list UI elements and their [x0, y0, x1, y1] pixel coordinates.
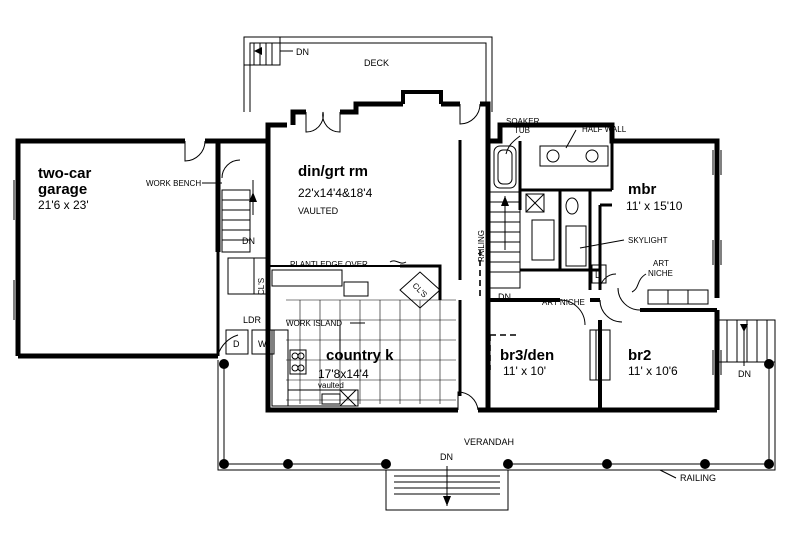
garage-name-2: garage	[38, 181, 87, 198]
exterior-walls	[15, 90, 720, 413]
right-dn-label: DN	[738, 369, 751, 379]
soaker-label-2: TUB	[514, 126, 530, 135]
range	[289, 349, 307, 375]
verandah-post	[602, 459, 612, 469]
kitchen-tile-grid	[286, 299, 456, 404]
art-niche-label-2: NICHE	[648, 269, 673, 278]
master-bath: L	[493, 145, 609, 280]
room-labels: two-car garage 21'6 x 23' din/grt rm 22'…	[38, 163, 683, 390]
plant-ledge-label: PLANTLEDGE OVER	[290, 260, 368, 269]
soaker-label-1: SOAKER	[506, 117, 540, 126]
verandah-post	[764, 359, 774, 369]
br3-dims: 11' x 10'	[503, 364, 546, 378]
washer-dryer-w: W	[258, 339, 267, 349]
right-stair: DN	[716, 319, 776, 379]
br2-dims: 11' x 10'6	[628, 364, 678, 378]
hall-dn-label: DN	[498, 292, 511, 302]
kitchen-note: vaulted	[318, 381, 344, 390]
stair-dn-label: DN	[242, 236, 255, 246]
verandah: DN VERANDAH RAILING	[217, 359, 776, 511]
din-dims: 22'x14'4&18'4	[298, 186, 373, 200]
closet-label-1: CL'S	[257, 278, 266, 295]
garage-dims: 21'6 x 23'	[38, 198, 89, 212]
sink	[321, 393, 341, 405]
interior-walls	[268, 140, 717, 410]
din-note: VAULTED	[298, 206, 339, 216]
washer-dryer-d: D	[233, 339, 240, 349]
kitchen: CL'S	[271, 269, 456, 407]
verandah-label: VERANDAH	[464, 437, 514, 447]
verandah-post	[283, 459, 293, 469]
laundry: D W LDR CL'S	[225, 257, 275, 355]
railing-vertical-label: RAILING	[477, 230, 486, 262]
din-name: din/grt rm	[298, 163, 368, 180]
art-niche-label-1: ART	[653, 259, 669, 268]
art-niche-hall-label: ART NICHE	[542, 298, 585, 307]
closet-label-2: CL'S	[411, 281, 429, 299]
verandah-post	[219, 359, 229, 369]
verandah-post	[503, 459, 513, 469]
kitchen-name: country k	[326, 347, 394, 364]
soaker-tub	[493, 145, 517, 189]
deck: DN DECK	[243, 36, 493, 112]
garage-name-1: two-car	[38, 165, 92, 182]
mbr-dims: 11' x 15'10	[626, 199, 683, 213]
railing-label: RAILING	[680, 473, 716, 483]
verandah-post	[764, 459, 774, 469]
br2-name: br2	[628, 347, 651, 364]
front-dn-label: DN	[440, 452, 453, 462]
verandah-post	[219, 459, 229, 469]
verandah-post	[381, 459, 391, 469]
garage-stair: DN	[221, 180, 257, 253]
windows	[13, 150, 722, 375]
kitchen-dims: 17'8x14'4	[318, 367, 369, 381]
verandah-post	[700, 459, 710, 469]
deck-label: DECK	[364, 58, 389, 68]
linen-label: L	[595, 270, 600, 280]
work-island-label: WORK ISLAND	[286, 319, 342, 328]
doors	[184, 103, 641, 411]
hall-stair: DN	[489, 191, 521, 302]
skylight-label: SKYLIGHT	[628, 236, 668, 245]
annotations: WORK BENCH PLANTLEDGE OVER WORK ISLAND R…	[146, 117, 673, 328]
half-wall-label: HALF WALL	[582, 125, 627, 134]
ldr-label: LDR	[243, 315, 262, 325]
mbr-name: mbr	[628, 181, 657, 198]
br3-name: br3/den	[500, 347, 554, 364]
deck-dn-label: DN	[296, 47, 309, 57]
work-bench-label: WORK BENCH	[146, 179, 201, 188]
